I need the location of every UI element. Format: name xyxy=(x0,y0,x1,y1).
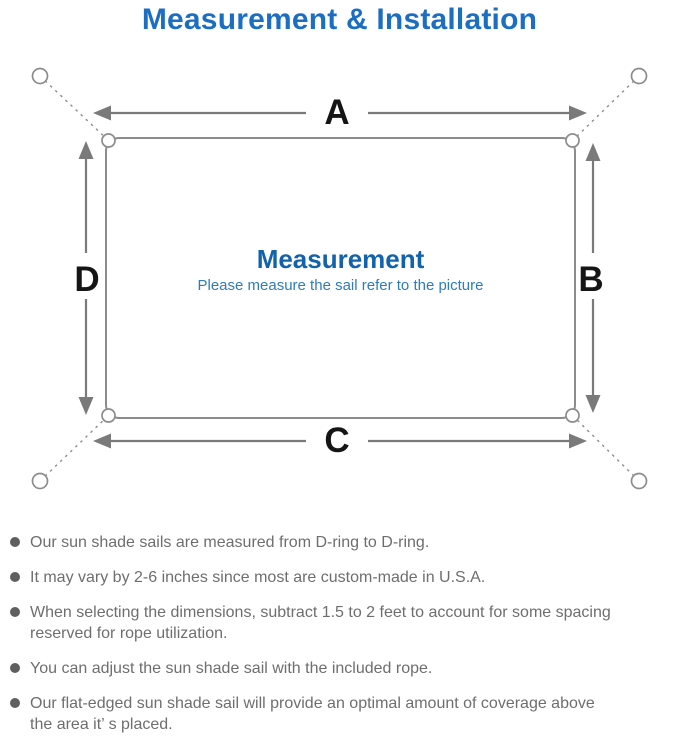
dring-bottom-left-icon xyxy=(101,408,116,423)
arrowhead-up-icon xyxy=(78,141,94,159)
notes-list: Our sun shade sails are measured from D-… xyxy=(0,532,679,735)
note-text: You can adjust the sun shade sail with t… xyxy=(30,660,433,677)
diagram-center-subtitle: Please measure the sail refer to the pic… xyxy=(198,277,484,294)
dring-bottom-right-icon xyxy=(565,408,580,423)
dimension-arrow-a xyxy=(93,105,587,121)
diagram-center-title: Measurement xyxy=(257,244,425,274)
bullet-icon xyxy=(10,698,20,708)
note-text: Our flat-edged sun shade sail will provi… xyxy=(30,695,595,733)
note-item: You can adjust the sun shade sail with t… xyxy=(10,658,665,679)
bullet-icon xyxy=(10,537,20,547)
dimension-arrow-d xyxy=(78,141,94,415)
bullet-icon xyxy=(10,572,20,582)
note-item: Our sun shade sails are measured from D-… xyxy=(10,532,665,553)
tether-line-bottom-right xyxy=(572,415,640,482)
dring-top-left-icon xyxy=(101,133,116,148)
anchor-ring-top-right-icon xyxy=(630,67,648,85)
arrowhead-down-icon xyxy=(78,397,94,415)
note-item: When selecting the dimensions, subtract … xyxy=(10,602,665,644)
arrowhead-left-icon xyxy=(93,433,111,449)
arrowhead-right-icon xyxy=(569,105,587,121)
bullet-icon xyxy=(10,607,20,617)
measurement-diagram: A B C D Measurement Please measure the s… xyxy=(31,67,648,490)
tether-line-bottom-left xyxy=(39,414,109,482)
dring-top-right-icon xyxy=(565,133,580,148)
anchor-ring-bottom-right-icon xyxy=(630,472,648,490)
dimension-label-d: D xyxy=(74,260,99,299)
note-text: Our sun shade sails are measured from D-… xyxy=(30,534,430,551)
arrowhead-right-icon xyxy=(569,433,587,449)
arrowhead-up-icon xyxy=(585,143,601,161)
dimension-arrow-c xyxy=(93,433,587,449)
note-item: It may vary by 2-6 inches since most are… xyxy=(10,567,665,588)
note-text: It may vary by 2-6 inches since most are… xyxy=(30,569,486,586)
arrowhead-left-icon xyxy=(93,105,111,121)
note-text: When selecting the dimensions, subtract … xyxy=(30,604,611,642)
dimension-label-c: C xyxy=(324,421,349,460)
arrowhead-down-icon xyxy=(585,395,601,413)
bullet-icon xyxy=(10,663,20,673)
dimension-label-b: B xyxy=(578,260,603,299)
sail-corner-drings xyxy=(101,133,580,423)
tether-line-top-right xyxy=(572,75,640,142)
anchor-ring-top-left-icon xyxy=(31,67,49,85)
note-item: Our flat-edged sun shade sail will provi… xyxy=(10,693,665,735)
page-title: Measurement & Installation xyxy=(141,3,538,36)
dimension-arrow-b xyxy=(585,143,601,413)
sail-outline xyxy=(105,137,576,419)
anchor-ring-bottom-left-icon xyxy=(31,472,49,490)
tether-line-top-left xyxy=(39,75,109,142)
anchor-rings xyxy=(31,67,648,490)
dimension-label-a: A xyxy=(324,93,349,132)
tether-lines xyxy=(39,75,640,482)
